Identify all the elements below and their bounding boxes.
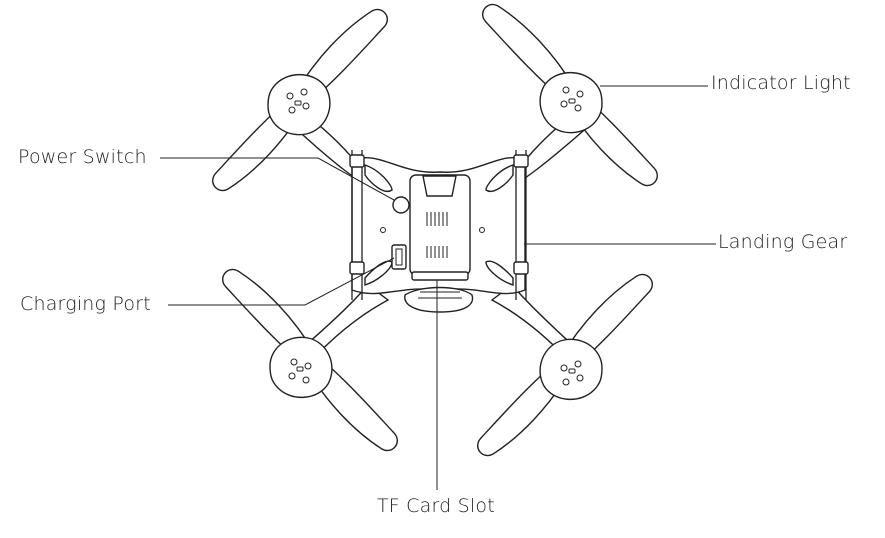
power-switch-leader: [160, 157, 395, 201]
charging-port-label: Charging Port: [20, 293, 151, 315]
indicator-light-label: Indicator Light: [711, 72, 851, 94]
charging-port-leader: [168, 257, 395, 306]
landing-gear-label: Landing Gear: [718, 231, 848, 253]
drone-body: [349, 150, 529, 313]
callout-lines: [160, 85, 716, 490]
power-switch-label: Power Switch: [18, 146, 147, 168]
tf-card-slot-label: TF Card Slot: [377, 495, 495, 517]
